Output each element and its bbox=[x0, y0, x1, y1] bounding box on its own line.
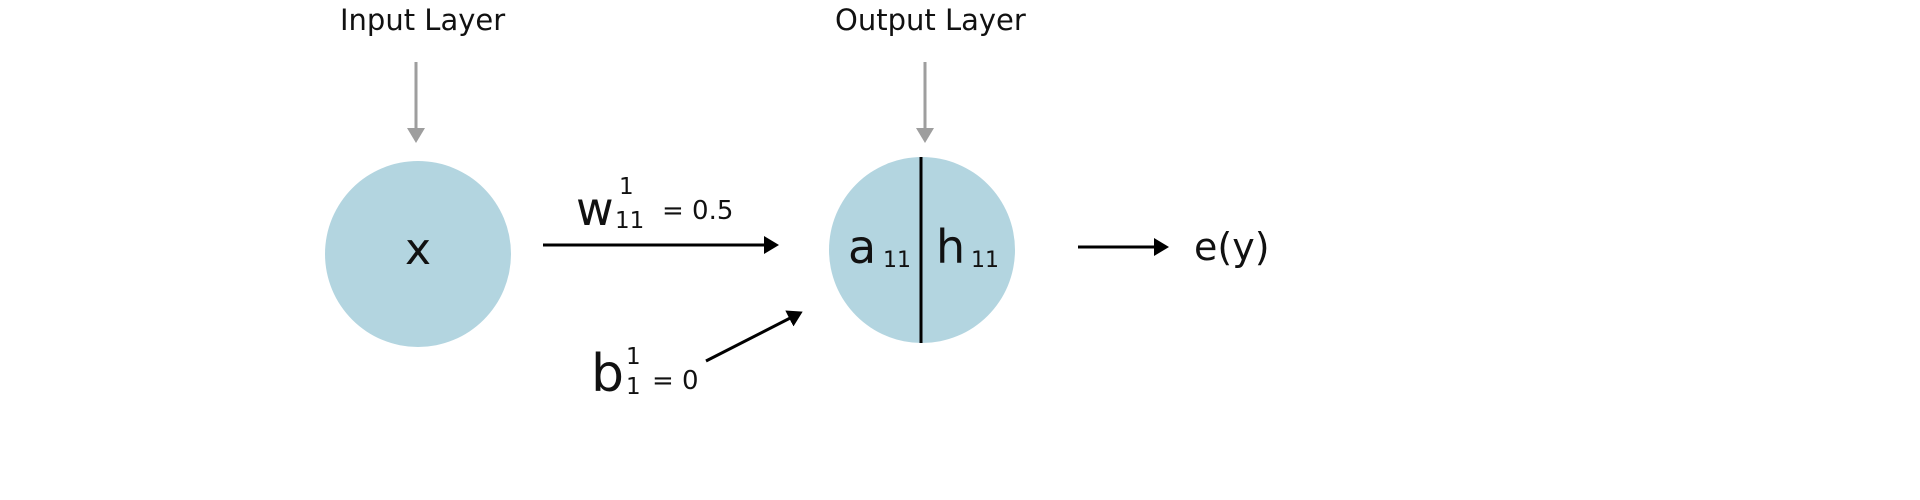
bias-subscript: 1 bbox=[626, 374, 641, 400]
output-label: e(y) bbox=[1194, 225, 1270, 269]
weight-symbol: w bbox=[576, 182, 614, 236]
input-node bbox=[325, 161, 511, 347]
bias-value: = 0 bbox=[652, 366, 699, 396]
input-layer-label: Input Layer bbox=[340, 3, 506, 37]
weight-value: = 0.5 bbox=[662, 196, 734, 226]
activation-symbol: h bbox=[936, 220, 966, 274]
pre-activation-subscript: 11 bbox=[883, 248, 911, 273]
weight-superscript: 1 bbox=[619, 174, 634, 200]
pre-activation-symbol: a bbox=[848, 220, 877, 274]
bias-superscript: 1 bbox=[626, 344, 641, 370]
output-layer-label: Output Layer bbox=[835, 3, 1026, 37]
input-node-label: x bbox=[405, 224, 432, 275]
activation-subscript: 11 bbox=[971, 248, 999, 273]
weight-subscript: 11 bbox=[615, 208, 645, 234]
bias-edge-arrow bbox=[705, 310, 803, 363]
bias-symbol: b bbox=[591, 344, 625, 404]
